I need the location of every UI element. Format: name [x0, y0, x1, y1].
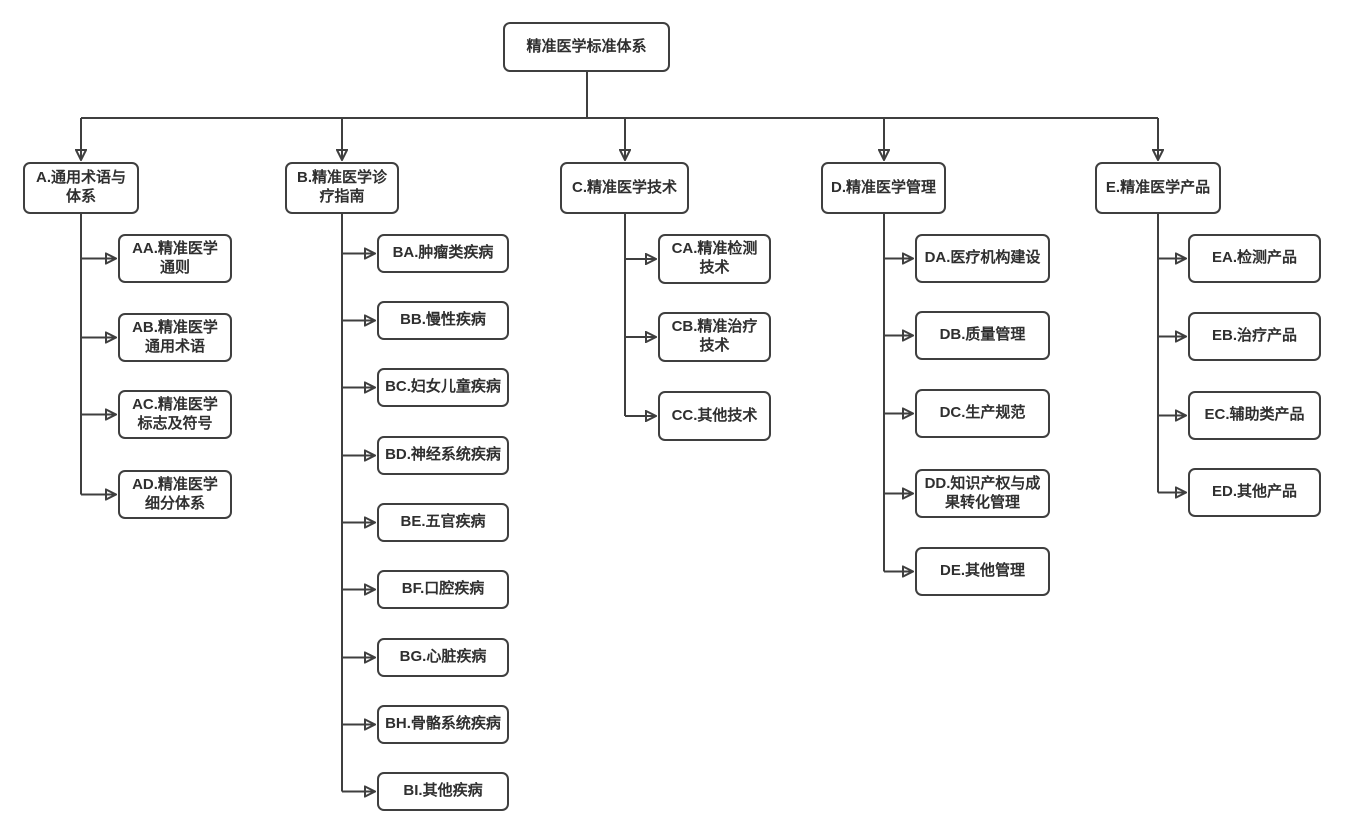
- node-ED[interactable]: ED.其他产品: [1188, 468, 1321, 517]
- node-BB[interactable]: BB.慢性疾病: [377, 301, 509, 340]
- node-CB[interactable]: CB.精准治疗 技术: [658, 312, 771, 362]
- node-AA[interactable]: AA.精准医学 通则: [118, 234, 232, 283]
- node-BC[interactable]: BC.妇女儿童疾病: [377, 368, 509, 407]
- node-AD[interactable]: AD.精准医学 细分体系: [118, 470, 232, 519]
- node-B[interactable]: B.精准医学诊 疗指南: [285, 162, 399, 214]
- node-EA[interactable]: EA.检测产品: [1188, 234, 1321, 283]
- node-DA[interactable]: DA.医疗机构建设: [915, 234, 1050, 283]
- node-C[interactable]: C.精准医学技术: [560, 162, 689, 214]
- node-EB[interactable]: EB.治疗产品: [1188, 312, 1321, 361]
- node-AC[interactable]: AC.精准医学 标志及符号: [118, 390, 232, 439]
- node-BG[interactable]: BG.心脏疾病: [377, 638, 509, 677]
- node-EC[interactable]: EC.辅助类产品: [1188, 391, 1321, 440]
- node-BI[interactable]: BI.其他疾病: [377, 772, 509, 811]
- node-BF[interactable]: BF.口腔疾病: [377, 570, 509, 609]
- node-CC[interactable]: CC.其他技术: [658, 391, 771, 441]
- node-BD[interactable]: BD.神经系统疾病: [377, 436, 509, 475]
- node-DB[interactable]: DB.质量管理: [915, 311, 1050, 360]
- node-BH[interactable]: BH.骨骼系统疾病: [377, 705, 509, 744]
- node-A[interactable]: A.通用术语与 体系: [23, 162, 139, 214]
- node-E[interactable]: E.精准医学产品: [1095, 162, 1221, 214]
- node-root[interactable]: 精准医学标准体系: [503, 22, 670, 72]
- node-AB[interactable]: AB.精准医学 通用术语: [118, 313, 232, 362]
- node-DC[interactable]: DC.生产规范: [915, 389, 1050, 438]
- node-DE[interactable]: DE.其他管理: [915, 547, 1050, 596]
- node-BE[interactable]: BE.五官疾病: [377, 503, 509, 542]
- node-DD[interactable]: DD.知识产权与成 果转化管理: [915, 469, 1050, 518]
- node-D[interactable]: D.精准医学管理: [821, 162, 946, 214]
- node-BA[interactable]: BA.肿瘤类疾病: [377, 234, 509, 273]
- node-CA[interactable]: CA.精准检测 技术: [658, 234, 771, 284]
